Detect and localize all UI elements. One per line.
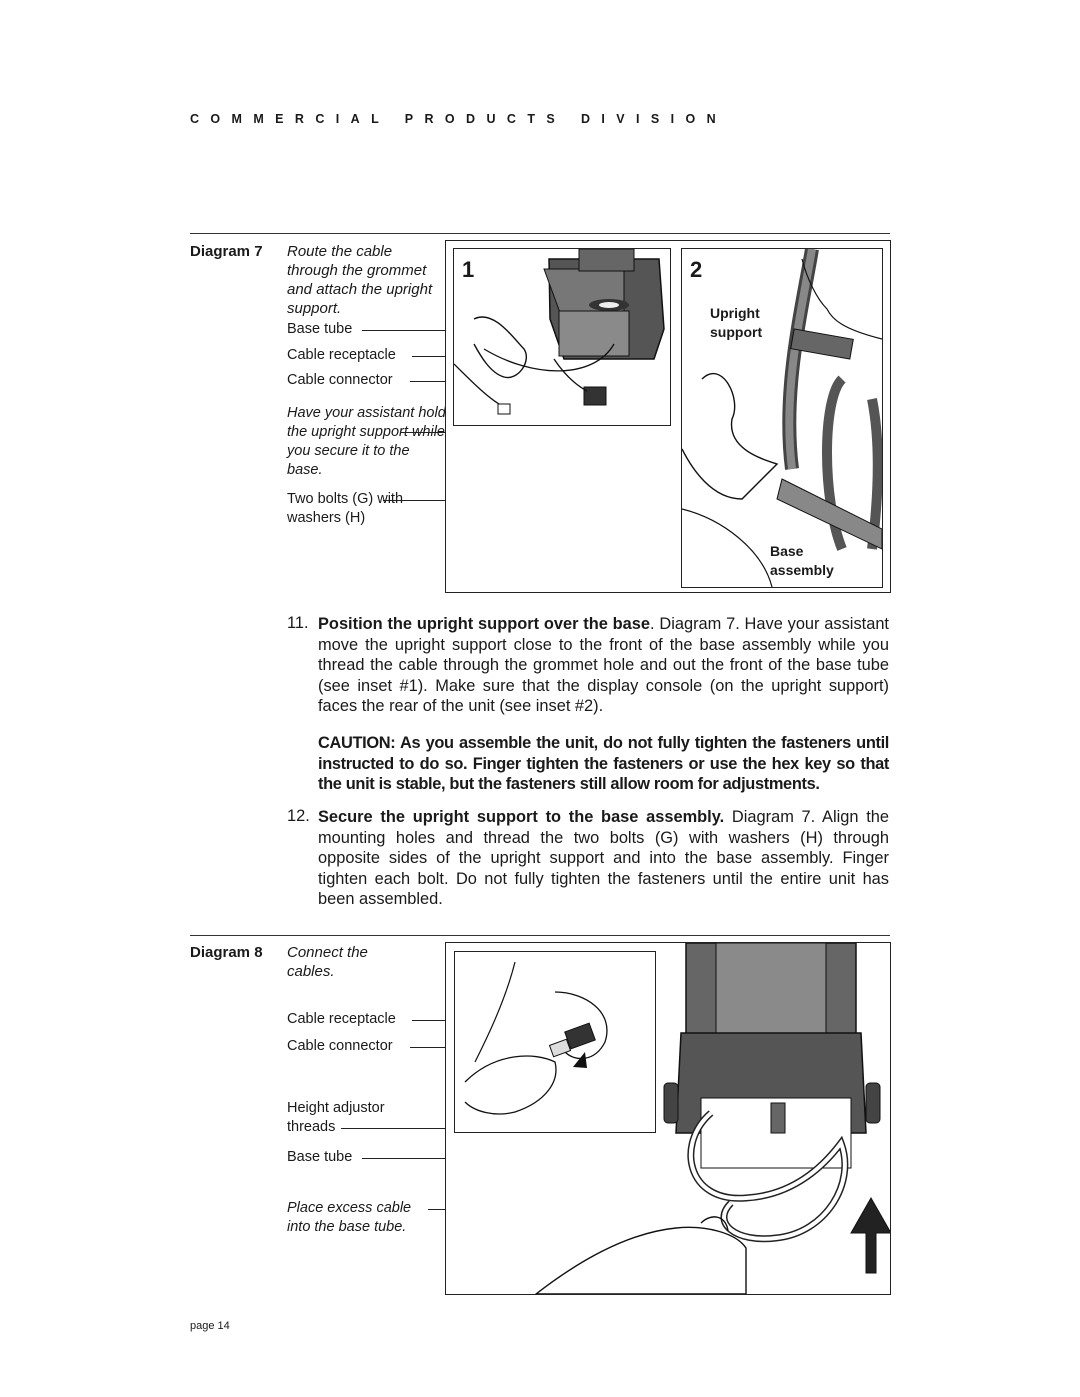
- base-assembly-label: Base assembly: [770, 543, 834, 578]
- callout-cable-receptacle: Cable receptacle: [287, 347, 396, 363]
- diagram8-inset-illustration: [464, 961, 608, 1115]
- callout-assistant-note: Have your assistant hold the upright sup…: [287, 405, 446, 478]
- diagram8-illustration: [534, 943, 890, 1294]
- page-number: page 14: [190, 1320, 230, 1332]
- leader-cable-receptacle: [412, 356, 462, 357]
- caution-text: CAUTION: As you assemble the unit, do no…: [318, 734, 889, 794]
- step-11-text: Position the upright support over the ba…: [318, 615, 889, 716]
- step-11-number: 11.: [287, 614, 309, 632]
- diagram7-caption: Route the cable through the grommet and …: [287, 243, 433, 317]
- diagram7-label: Diagram 7: [190, 243, 263, 260]
- upright-support-label: Upright support: [710, 305, 763, 340]
- step-12-text: Secure the upright support to the base a…: [318, 808, 889, 909]
- diagram8-caption: Connect the cables.: [287, 944, 368, 980]
- callout-base-tube: Base tube: [287, 321, 353, 337]
- diagram8-inset: [454, 951, 656, 1133]
- callout8-excess-cable: Place excess cable into the base tube.: [287, 1200, 412, 1235]
- callout8-cable-connector: Cable connector: [287, 1038, 393, 1054]
- diagram8-label: Diagram 8: [190, 944, 263, 961]
- callout-cable-connector: Cable connector: [287, 372, 393, 388]
- diagram8-figure: [445, 942, 891, 1295]
- callout8-cable-receptacle: Cable receptacle: [287, 1011, 396, 1027]
- inset-1: 1: [453, 248, 671, 426]
- callout8-base-tube: Base tube: [287, 1149, 353, 1165]
- inset1-number: 1: [462, 257, 475, 282]
- inset2-illustration: [682, 249, 882, 587]
- callout-bolts: Two bolts (G) with washers (H): [287, 491, 404, 526]
- top-rule: [190, 233, 890, 234]
- mid-rule: [190, 935, 890, 936]
- inset-2: 2 Upright support Base assembly: [681, 248, 883, 588]
- callout8-height-adjustor: Height adjustor threads: [287, 1100, 385, 1135]
- leader-cable-connector: [410, 381, 460, 382]
- inset2-number: 2: [690, 257, 703, 282]
- division-header: COMMERCIAL PRODUCTS DIVISION: [190, 112, 728, 126]
- step-12-number: 12.: [287, 807, 310, 825]
- inset1-illustration: [454, 249, 665, 415]
